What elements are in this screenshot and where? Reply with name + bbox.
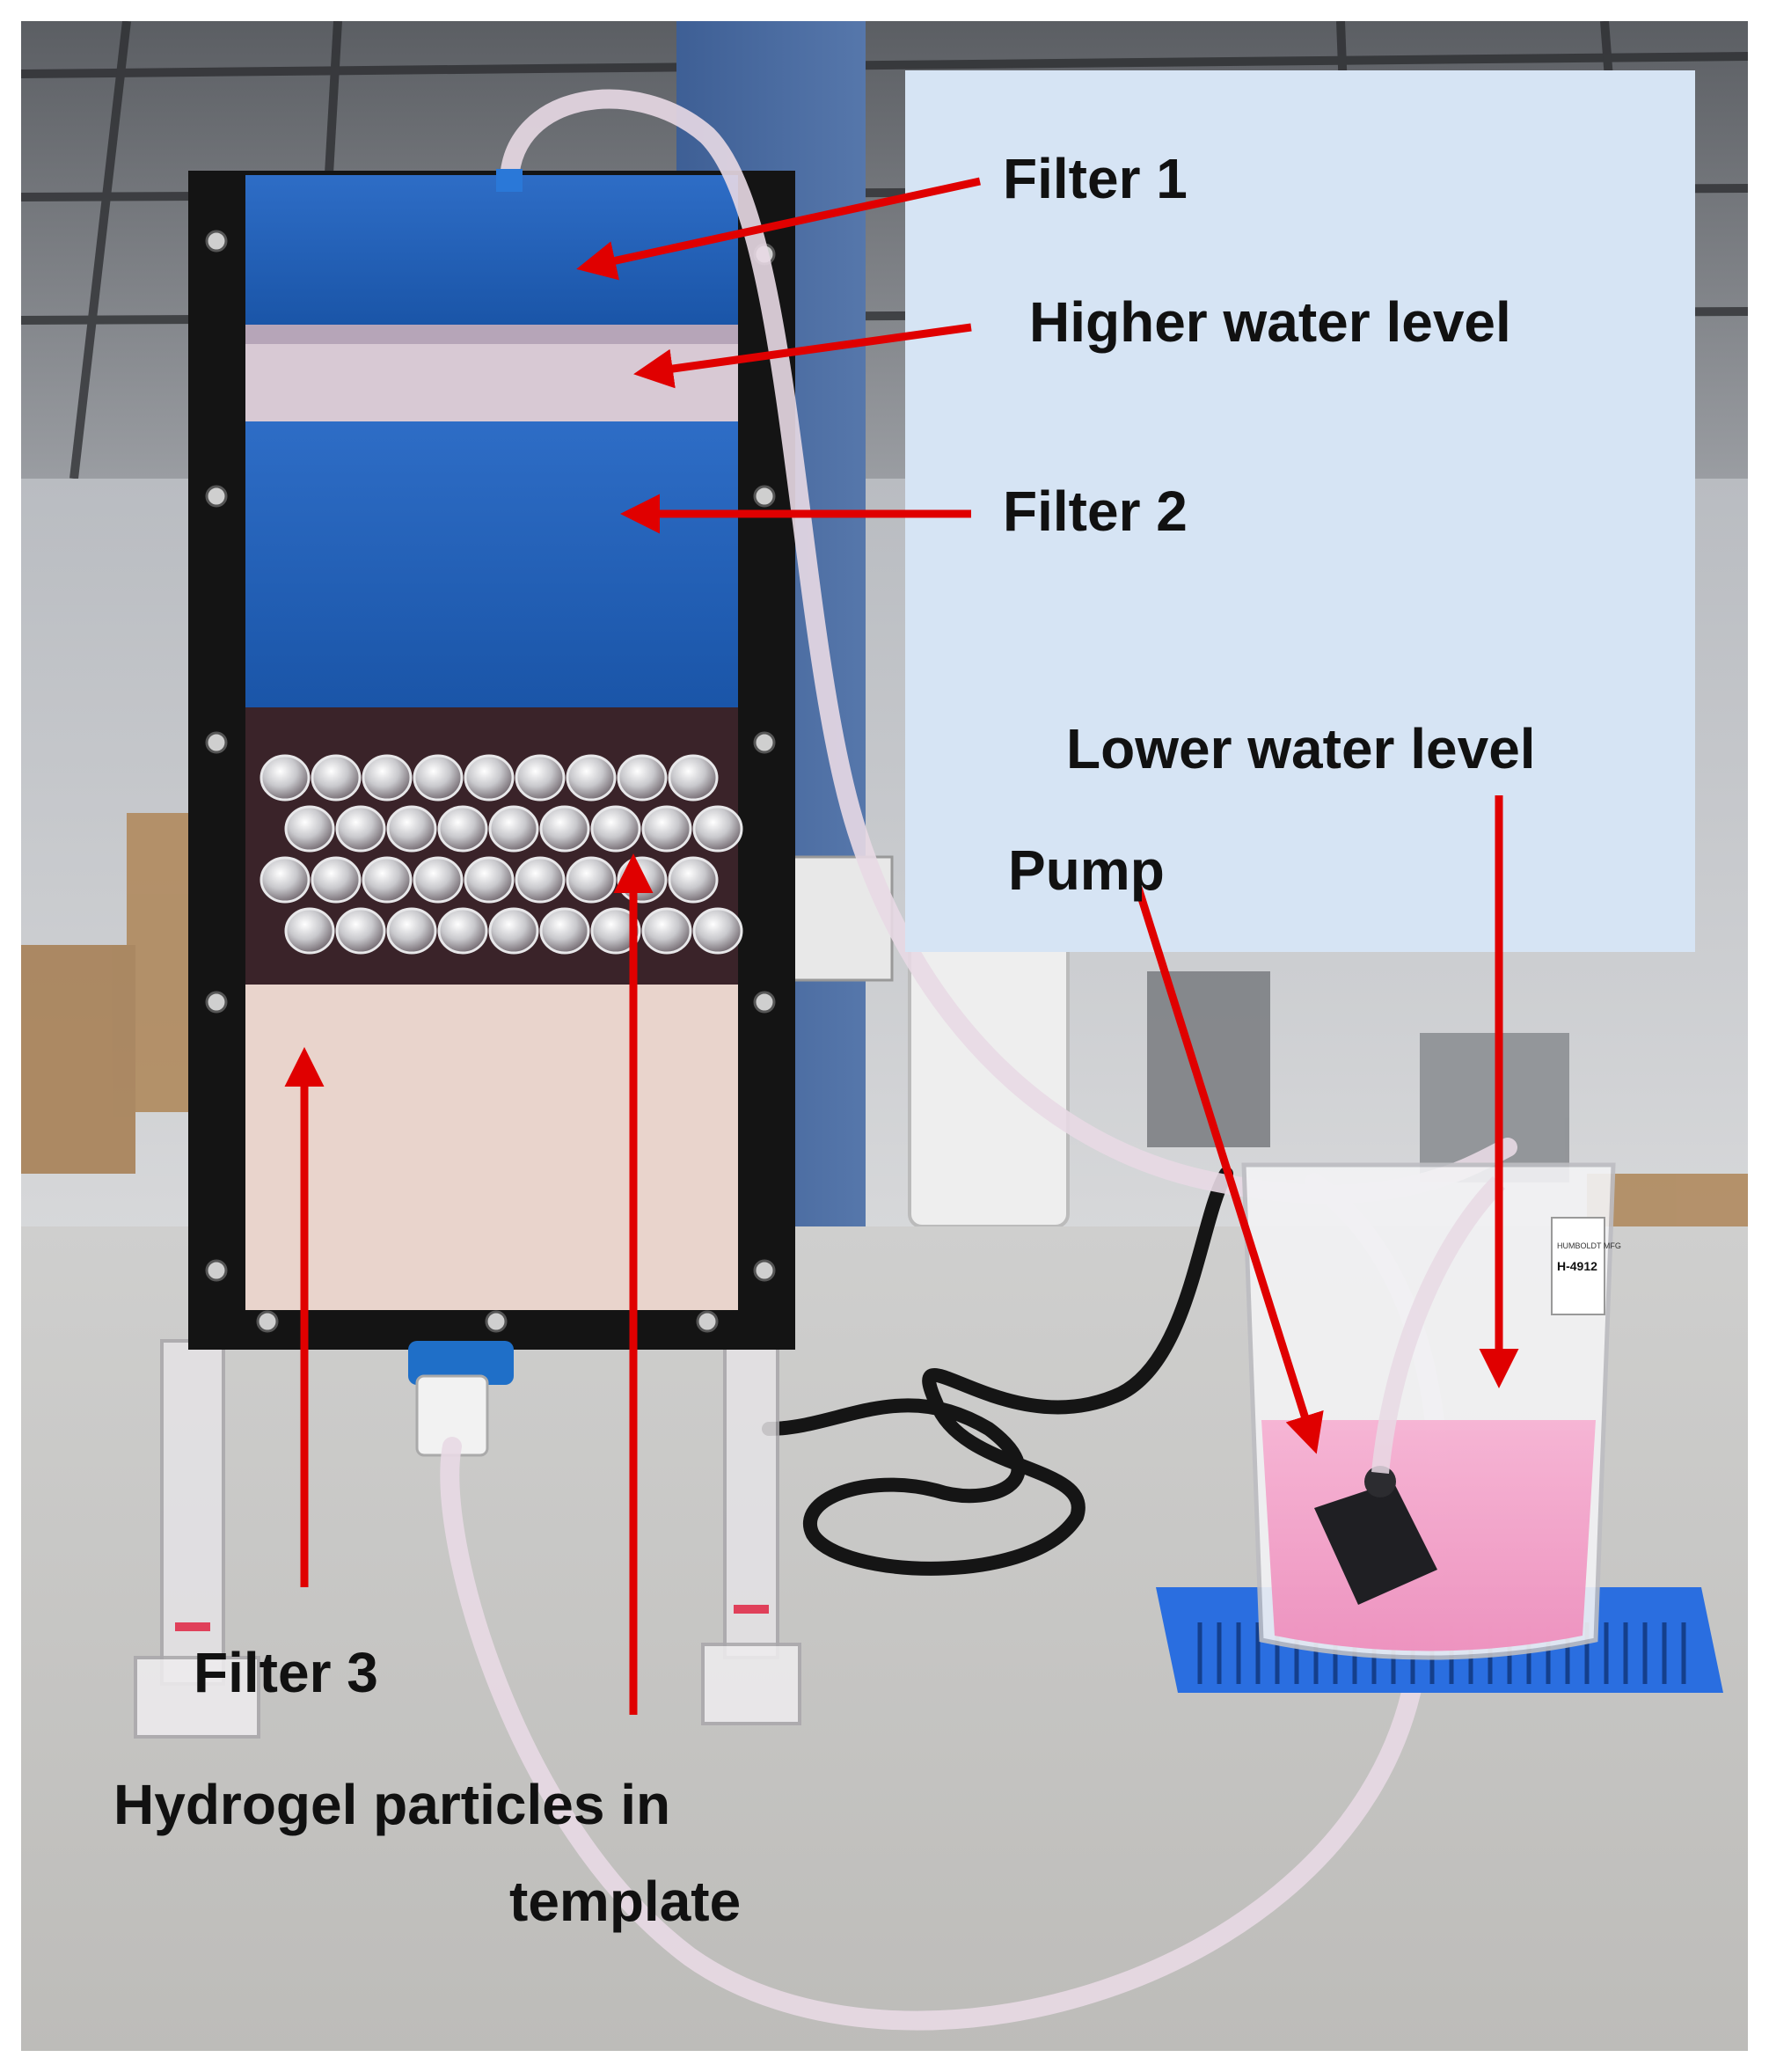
label-hydrogel-line-2: template [509,1870,742,1933]
hydrogel-bead [641,907,692,955]
hydrogel-bead [335,805,386,853]
label-pump: Pump [1008,838,1165,902]
hydrogel-bead [692,805,743,853]
left-foot [134,1656,260,1739]
hydrogel-bead [515,754,566,802]
label-filter-1: Filter 1 [1003,147,1188,210]
right-foot [701,1643,801,1725]
pump-tube [1371,1175,1506,1474]
hydrogel-bead [617,856,668,904]
hydrogel-particles [260,754,743,955]
hydrogel-bead [413,856,464,904]
hydrogel-bead [488,805,539,853]
hydrogel-bead [437,805,488,853]
hydrogel-bead [386,907,437,955]
power-cord [762,1167,1233,1576]
label-higher-water-level: Higher water level [1029,290,1511,354]
left-leg [160,1339,225,1686]
lab-photo: HUMBOLDT MFG H-4912 [21,21,1748,2051]
hydrogel-bead [668,754,719,802]
hydrogel-bead [362,856,413,904]
beaker-label [1551,1217,1605,1315]
hydrogel-bead [413,754,464,802]
beaker-brand-text: HUMBOLDT MFG [1557,1241,1621,1250]
hydrogel-bead [335,907,386,955]
annotation-panel [905,70,1695,952]
hydrogel-bead [590,907,641,955]
hydrogel-bead [260,856,311,904]
hydrogel-bead [566,856,617,904]
beaker-model-text: H-4912 [1557,1259,1597,1273]
pink-water [1261,1420,1596,1651]
label-filter-2: Filter 2 [1003,480,1188,543]
hydrogel-bead [617,754,668,802]
filter-2 [245,421,738,707]
hydrogel-bead [464,856,515,904]
hydrogel-bead [362,754,413,802]
label-hydrogel-line-1: Hydrogel particles in [113,1773,671,1836]
filter-1 [245,175,738,325]
label-lower-water-level: Lower water level [1066,717,1536,780]
hydrogel-bead [590,805,641,853]
filter-3 [245,985,738,1310]
hydrogel-bead [566,754,617,802]
tube-connector [496,169,523,192]
hydrogel-bead [284,907,335,955]
photo-frame: HUMBOLDT MFG H-4912 Filter 1 Higher wate… [21,21,1748,2051]
hydrogel-bead [464,754,515,802]
hydrogel-bead [260,754,311,802]
hydrogel-bead [284,805,335,853]
hydrogel-bead [488,907,539,955]
hydrogel-bead [515,856,566,904]
hydrogel-bead [692,907,743,955]
hydrogel-bead [539,907,590,955]
hydrogel-bead [437,907,488,955]
drain-valve [408,1341,514,1385]
pump [1314,1482,1437,1605]
hydrogel-bead [311,754,362,802]
hydrogel-bead [311,856,362,904]
hydrogel-bead [386,805,437,853]
label-filter-3: Filter 3 [194,1641,378,1704]
hydrogel-bead [641,805,692,853]
hydrogel-bead [539,805,590,853]
hydrogel-bead [668,856,719,904]
